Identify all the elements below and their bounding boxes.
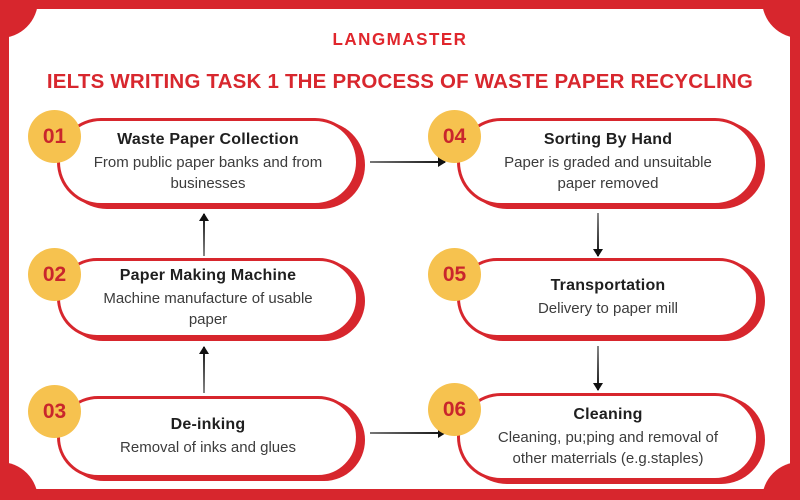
step-03-box: De-inking Removal of inks and glues [57,396,359,478]
arrow-shaft [203,347,205,393]
step-06-description: Cleaning, pu;ping and removal of other m… [497,428,719,467]
arrow-shaft [597,346,599,390]
step-01-box: Waste Paper Collection From public paper… [57,118,359,206]
arrow-step01-to-step04 [370,156,446,167]
arrow-shaft [370,432,445,434]
arrow-head-up-icon [198,346,209,354]
step-06-box: Cleaning Cleaning, pu;ping and removal o… [457,393,759,481]
arrow-head-up-icon [198,213,209,221]
arrow-shaft [203,214,205,256]
step-02-box: Paper Making Machine Machine manufacture… [57,258,359,338]
frame-left-border [0,0,9,500]
frame-right-border [790,0,800,500]
step-04-description: Paper is graded and unsuitable paper rem… [504,153,712,192]
step-04-title: Sorting By Hand [543,130,673,148]
arrow-shaft [597,213,599,256]
step-03-title: De-inking [170,416,246,433]
step-01-title: Waste Paper Collection [117,130,299,148]
step-05-badge: 05 [428,248,481,301]
langmaster-logo: LANGMASTER [332,29,468,50]
arrow-step03-to-step02 [198,346,209,393]
arrow-head-right-icon [438,156,446,167]
step-02-description: Machine manufacture of usable paper [103,289,313,328]
step-06-title: Cleaning [573,405,643,423]
step-04-box: Sorting By Hand Paper is graded and unsu… [457,118,759,206]
step-03-description: Removal of inks and glues [120,439,296,456]
arrow-step03-to-step06 [370,427,446,438]
step-01-badge: 01 [28,110,81,163]
frame-top-border [0,0,800,9]
step-01-description: From public paper banks and from busines… [93,153,323,192]
step-03-badge: 03 [28,385,81,438]
arrow-step02-to-step01 [198,213,209,256]
step-02-badge: 02 [28,248,81,301]
arrow-step04-to-step05 [592,213,603,257]
frame-corner-bottom-right [762,462,800,500]
frame-corner-bottom-left [0,462,38,500]
step-02-title: Paper Making Machine [119,266,297,284]
arrow-head-down-icon [592,249,603,257]
step-05-title: Transportation [550,277,666,294]
step-05-description: Delivery to paper mill [537,300,679,317]
step-04-badge: 04 [428,110,481,163]
arrow-head-down-icon [592,383,603,391]
page-title: IELTS WRITING TASK 1 THE PROCESS OF WAST… [46,70,754,93]
frame-bottom-border [0,489,800,500]
step-05-box: Transportation Delivery to paper mill [457,258,759,338]
step-06-badge: 06 [428,383,481,436]
arrow-step05-to-step06 [592,346,603,391]
arrow-shaft [370,161,445,163]
